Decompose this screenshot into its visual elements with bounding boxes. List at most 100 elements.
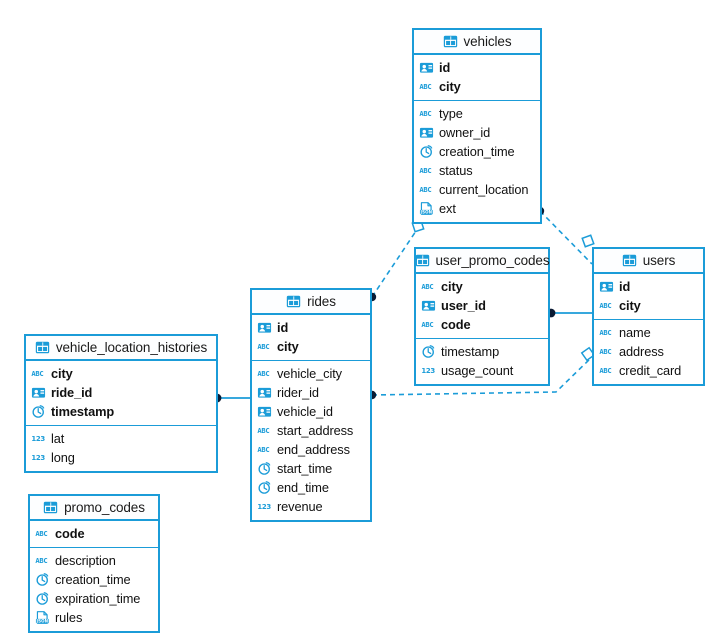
abc-icon: ABC (419, 106, 434, 121)
column-name: creation_time (439, 144, 515, 159)
json-doc-icon: JSON (419, 201, 434, 216)
id-card-icon (599, 279, 614, 294)
entity-name: promo_codes (64, 500, 145, 515)
relationship-vehiclelocationhistories-rides[interactable] (212, 393, 252, 403)
abc-icon: ABC (257, 366, 272, 381)
column-row[interactable]: rider_id (252, 383, 370, 402)
table-grid-icon (43, 500, 58, 515)
abc-icon: ABC (599, 325, 614, 340)
123-icon: 123 (421, 363, 436, 378)
column-name: creation_time (55, 572, 131, 587)
column-name: timestamp (51, 404, 115, 419)
entity-name: vehicle_location_histories (55, 340, 208, 355)
column-row[interactable]: ABC credit_card (594, 361, 703, 380)
svg-text:123: 123 (31, 454, 45, 462)
column-row[interactable]: end_time (252, 478, 370, 497)
svg-text:ABC: ABC (599, 366, 611, 375)
abc-icon: ABC (599, 363, 614, 378)
column-row[interactable]: id (594, 277, 703, 296)
column-name: id (439, 60, 451, 75)
abc-icon: ABC (599, 298, 614, 313)
column-row[interactable]: id (252, 318, 370, 337)
column-name: rider_id (277, 385, 319, 400)
column-row[interactable]: JSON ext (414, 199, 540, 218)
column-row[interactable]: 123 long (26, 448, 216, 467)
column-row[interactable]: start_time (252, 459, 370, 478)
column-name: owner_id (439, 125, 491, 140)
column-row[interactable]: creation_time (414, 142, 540, 161)
entity-title-bar[interactable]: vehicle_location_histories (26, 336, 216, 361)
column-row[interactable]: creation_time (30, 570, 158, 589)
clock-icon (35, 591, 50, 606)
column-row[interactable]: ride_id (26, 383, 216, 402)
column-row[interactable]: timestamp (26, 402, 216, 421)
svg-text:123: 123 (421, 367, 435, 375)
svg-text:123: 123 (31, 435, 45, 443)
column-row[interactable]: user_id (416, 296, 548, 315)
column-row[interactable]: vehicle_id (252, 402, 370, 421)
entity-name: users (642, 253, 676, 268)
relationship-userpromocodes-users[interactable] (546, 308, 594, 318)
svg-text:JSON: JSON (36, 618, 49, 623)
column-row[interactable]: timestamp (416, 342, 548, 361)
entity-title-bar[interactable]: user_promo_codes (415, 249, 550, 274)
column-row[interactable]: owner_id (414, 123, 540, 142)
endpoint-square-icon (581, 234, 595, 248)
column-name: id (619, 279, 631, 294)
column-name: start_address (277, 423, 354, 438)
abc-icon: ABC (257, 442, 272, 457)
entity-title-bar[interactable]: users (594, 249, 703, 274)
svg-text:ABC: ABC (599, 328, 611, 337)
entity-title-bar[interactable]: rides (252, 290, 370, 315)
abc-icon: ABC (421, 279, 436, 294)
123-icon: 123 (31, 450, 46, 465)
column-row[interactable]: expiration_time (30, 589, 158, 608)
entity-title-bar[interactable]: vehicles (414, 30, 540, 55)
column-name: ext (439, 201, 456, 216)
column-row[interactable]: id (414, 58, 540, 77)
column-name: long (51, 450, 75, 465)
column-name: credit_card (619, 363, 682, 378)
json-doc-icon: JSON (35, 610, 50, 625)
svg-text:ABC: ABC (419, 166, 431, 175)
clock-icon (31, 404, 46, 419)
entity-title-bar[interactable]: promo_codes (30, 496, 158, 521)
column-name: city (439, 79, 461, 94)
id-card-icon (257, 320, 272, 335)
svg-text:123: 123 (257, 503, 271, 511)
column-name: end_time (277, 480, 329, 495)
